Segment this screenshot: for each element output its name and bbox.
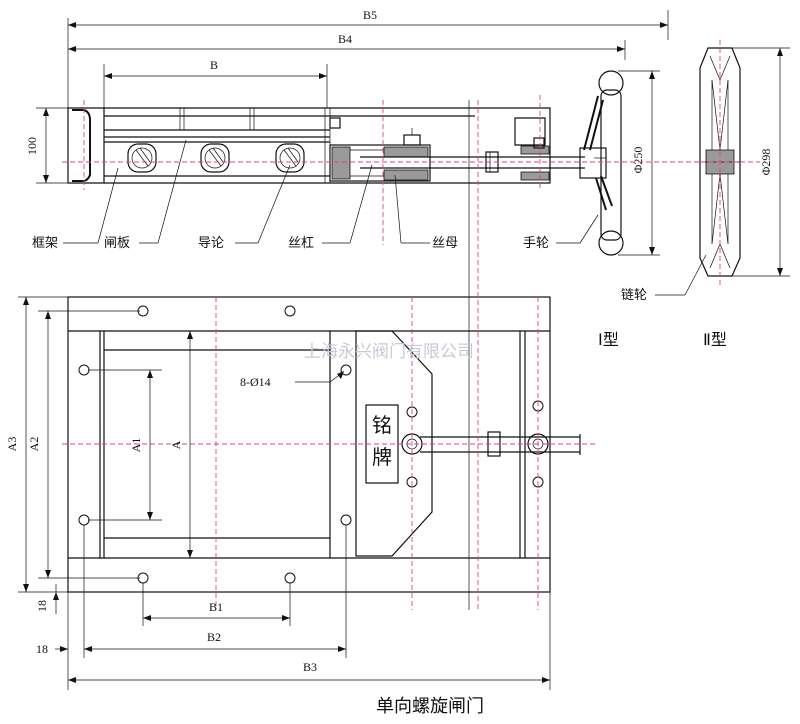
dimension-b4: B4: [68, 32, 626, 60]
callout-holes: 8-Ø14: [240, 371, 344, 389]
label-screw-rod: 丝杠: [288, 235, 314, 251]
label-holes: 8-Ø14: [240, 375, 271, 389]
label-handwheel: 手轮: [523, 236, 549, 251]
label-a3: A3: [5, 437, 19, 452]
dimension-b3: B3: [67, 592, 551, 690]
dimension-18-horizontal: 18: [36, 642, 68, 656]
label-a1: A1: [129, 438, 143, 453]
guide-wheel-3: [275, 143, 305, 173]
nut-block: [329, 144, 431, 182]
nameplate-char-1: 铭: [372, 413, 392, 437]
label-type2: Ⅱ型: [703, 330, 727, 349]
top-view: Φ250: [67, 70, 660, 256]
dimension-b: B: [103, 58, 328, 108]
label-18-horizontal: 18: [36, 642, 48, 656]
dimension-a2: A2: [27, 310, 140, 579]
label-a: A: [169, 440, 183, 449]
dimension-100: 100: [25, 107, 72, 184]
dimension-b1: B1: [142, 583, 291, 626]
label-sprocket: 链轮: [621, 288, 647, 303]
guide-wheel-2: [200, 143, 230, 173]
label-gate-plate: 闸板: [104, 236, 130, 251]
watermark: 上海永兴阀门有限公司: [304, 342, 474, 362]
part-leaders: [63, 139, 707, 296]
label-guide-wheel: 导论: [198, 236, 224, 251]
drawing-title: 单向螺旋闸门: [376, 696, 484, 717]
label-phi250: Φ250: [631, 147, 645, 174]
dimension-b5: B5: [67, 8, 669, 110]
dimension-a3: A3: [5, 296, 68, 593]
label-100: 100: [25, 137, 39, 155]
label-b4: B4: [338, 32, 352, 46]
label-b: B: [210, 58, 218, 72]
dimension-18-vertical: 18: [35, 584, 59, 614]
label-b5: B5: [363, 8, 377, 22]
label-frame: 框架: [32, 236, 58, 251]
label-phi298: Φ298: [759, 149, 773, 176]
dimension-a: A: [169, 331, 193, 558]
label-18-vertical: 18: [35, 600, 49, 612]
label-a2: A2: [27, 437, 41, 452]
handwheel-side: [579, 70, 624, 256]
dimension-a1: A1: [88, 369, 162, 521]
label-nut: 丝母: [432, 236, 458, 251]
nameplate-char-2: 牌: [372, 445, 392, 469]
label-type1: Ⅰ型: [598, 330, 619, 349]
guide-wheel-1: [127, 143, 157, 173]
label-b2: B2: [207, 630, 221, 644]
label-b1: B1: [209, 600, 223, 614]
dimension-phi250: Φ250: [618, 70, 660, 256]
label-b3: B3: [303, 660, 317, 674]
dimension-b2: B2: [83, 525, 347, 658]
